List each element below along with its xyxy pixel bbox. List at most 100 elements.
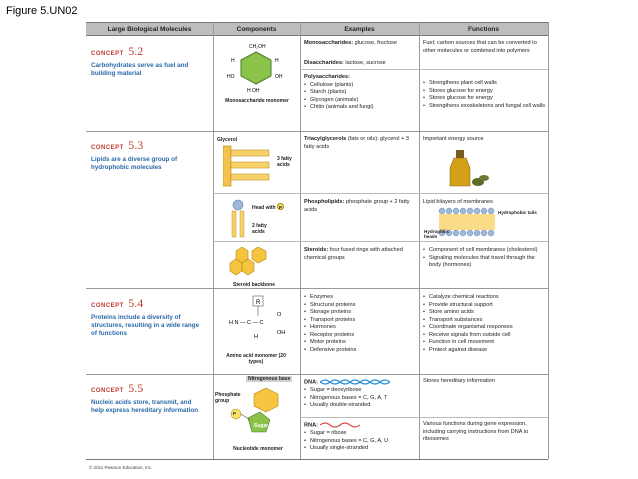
list-item: Catalyze chemical reactions	[423, 294, 545, 302]
list-item: Receive signals from outside cell	[423, 332, 545, 340]
monosaccharide-caption: Monosaccharide monomer	[225, 98, 289, 104]
examples-rna: RNA: Sugar = ribose Nitrogenous bases = …	[304, 421, 416, 453]
nucleotide-caption: Nucleotide monomer	[233, 446, 283, 452]
concept-title: Proteins include a diversity of structur…	[91, 314, 200, 338]
list-item: Protect against disease	[423, 347, 545, 355]
divider	[419, 22, 420, 459]
concept-title: Nucleic acids store, transmit, and help …	[91, 399, 199, 415]
list-item: Sugar = deoxyribose	[304, 387, 416, 395]
function-steroids: Component of cell membranes (cholesterol…	[423, 247, 545, 270]
list-item: Transport substances	[423, 317, 545, 325]
svg-text:H: H	[275, 58, 279, 64]
header-examples: Examples	[300, 22, 419, 36]
list-item: Component of cell membranes (cholesterol…	[423, 247, 545, 255]
sugar-label: Sugar	[254, 423, 269, 429]
examples-disaccharides: Disaccharides: lactose, sucrose	[304, 60, 386, 66]
list-item: Coordinate organismal responses	[423, 324, 545, 332]
svg-text:O: O	[277, 312, 282, 318]
list-item: Store amino acids	[423, 309, 545, 317]
list-item: Function in cell movement	[423, 339, 545, 347]
steroid-caption: Steroid backbone	[233, 282, 275, 288]
svg-text:H: H	[231, 58, 235, 64]
phospholipid-diagram	[231, 199, 245, 238]
hydrophilic-heads-label: Hydrophilic heads	[424, 229, 450, 239]
list-item: Glycogen (animals)	[304, 97, 416, 105]
concept-carbohydrates: CONCEPT 5.2 Carbohydrates serve as fuel …	[91, 42, 201, 78]
divider	[300, 22, 301, 459]
list-item: Nitrogenous bases = C, G, A, T	[304, 395, 416, 403]
hydrophobic-tails-label: Hydrophobic tails	[498, 210, 537, 215]
svg-text:H N — C — C: H N — C — C	[229, 320, 264, 326]
list-item: Storage proteins	[304, 309, 416, 317]
divider	[213, 22, 214, 459]
svg-text:H: H	[254, 334, 258, 340]
copyright: © 2011 Pearson Education, Inc.	[89, 465, 153, 470]
function-phospholipids: Lipid bilayers of membranes	[423, 199, 493, 205]
list-item: Starch (plants)	[304, 89, 416, 97]
concept-lipids: CONCEPT 5.3 Lipids are a diverse group o…	[91, 136, 201, 172]
row-divider	[86, 374, 548, 375]
nucleotide-diagram	[230, 387, 279, 433]
concept-word: CONCEPT	[91, 145, 124, 151]
function-triacylglycerols: Important energy source	[423, 136, 484, 142]
function-carb-fuel: Fuel; carbon sources that can be convert…	[423, 40, 537, 54]
nitrogenous-base-label: Nitrogenous base	[246, 376, 293, 382]
two-fatty-acids-label: 2 fatty acids	[252, 223, 267, 235]
list-item: Nitrogenous bases = C, G, A, U	[304, 438, 416, 446]
row-divider	[86, 131, 548, 132]
list-item: Hormones	[304, 324, 416, 332]
rna-strand-icon	[319, 422, 360, 428]
row-divider	[86, 288, 548, 289]
examples-steroids: Steroids: four fused rings with attached…	[304, 247, 403, 261]
svg-text:R: R	[256, 300, 261, 306]
figure-label: Figure 5.UN02	[6, 5, 78, 17]
list-item: Chitin (animals and fungi)	[304, 104, 416, 112]
list-item: Defensive proteins	[304, 347, 416, 355]
fatty-acids-label: 3 fatty acids	[277, 156, 292, 168]
header-molecules: Large Biological Molecules	[86, 22, 213, 36]
svg-text:CH₂OH: CH₂OH	[249, 44, 266, 50]
phosphate-icon: P	[277, 203, 285, 210]
list-item: Usually double-stranded	[304, 402, 416, 410]
concept-proteins: CONCEPT 5.4 Proteins include a diversity…	[91, 294, 201, 339]
list-item: Receptor proteins	[304, 332, 416, 340]
examples-monosaccharides: Monosaccharides: glucose, fructose	[304, 40, 397, 46]
examples-triacylglycerols: Triacylglycerols (fats or oils): glycero…	[304, 136, 409, 150]
divider	[548, 22, 549, 459]
svg-text:HO: HO	[227, 74, 235, 80]
examples-proteins: Enzymes Structural proteins Storage prot…	[304, 294, 416, 354]
function-dna: Stores hereditary information	[423, 378, 495, 384]
examples-polysaccharides: Polysaccharides: Cellulose (plants) Star…	[304, 74, 416, 112]
list-item: Structural proteins	[304, 302, 416, 310]
phosphate-group-label: Phosphate group	[215, 392, 241, 404]
list-item: Cellulose (plants)	[304, 82, 416, 90]
concept-word: CONCEPT	[91, 303, 124, 309]
glucose-ring-diagram: CH₂OH H H HO OH H OH	[227, 44, 283, 94]
oil-bottle-image	[449, 150, 489, 187]
function-polysaccharides: Strengthens plant cell walls Stores gluc…	[423, 80, 545, 110]
list-item: Signaling molecules that travel through …	[423, 255, 545, 270]
row-divider	[86, 459, 548, 460]
list-item: Stores glucose for energy	[423, 95, 545, 103]
glycerol-label: Glycerol	[217, 137, 238, 143]
examples-phospholipids: Phospholipids: phosphate group + 2 fatty…	[304, 199, 410, 213]
svg-text:OH: OH	[275, 74, 283, 80]
lipid-bilayer-diagram	[438, 207, 495, 237]
molecules-table: Large Biological Molecules Components Ex…	[86, 22, 638, 460]
concept-number: 5.3	[128, 138, 144, 152]
concept-number: 5.4	[128, 296, 144, 310]
header-components: Components	[213, 22, 300, 36]
list-item: Provide structural support	[423, 302, 545, 310]
list-item: Sugar = ribose	[304, 430, 416, 438]
concept-nucleic-acids: CONCEPT 5.5 Nucleic acids store, transmi…	[91, 379, 201, 415]
head-label: Head with P	[252, 203, 285, 211]
amino-acid-caption: Amino acid monomer (20 types)	[226, 353, 286, 365]
triacylglycerol-diagram	[223, 145, 270, 187]
steroid-rings-diagram	[229, 247, 267, 276]
list-item: Enzymes	[304, 294, 416, 302]
list-item: Transport proteins	[304, 317, 416, 325]
amino-acid-diagram: R H N — C — C H O OH	[229, 295, 285, 340]
concept-word: CONCEPT	[91, 51, 124, 57]
concept-word: CONCEPT	[91, 388, 124, 394]
dna-helix-icon	[319, 379, 390, 385]
